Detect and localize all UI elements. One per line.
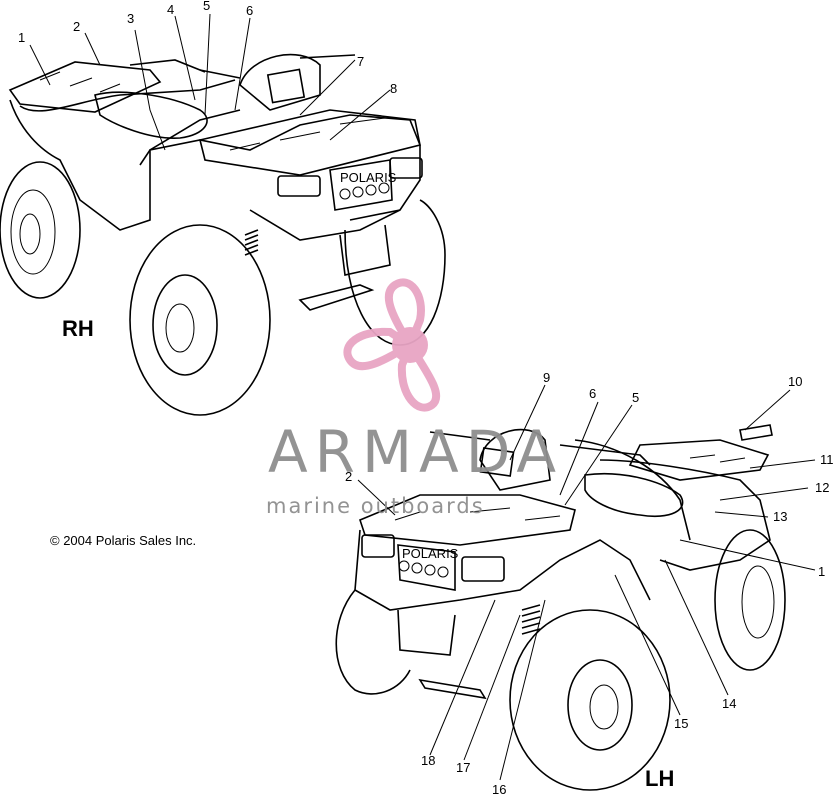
- rh-badge: POLARIS: [340, 170, 397, 185]
- copyright-notice: © 2004 Polaris Sales Inc.: [50, 533, 196, 548]
- propeller-logo: [343, 278, 441, 412]
- rh-callout-7: 7: [357, 54, 364, 69]
- rh-view-label: RH: [62, 316, 94, 341]
- lh-callout-14: 14: [722, 696, 736, 711]
- lh-callout-2: 2: [345, 469, 352, 484]
- lh-badge: POLARIS: [402, 546, 459, 561]
- lh-callout-1: 1: [818, 564, 825, 579]
- lh-callout-11: 11: [820, 452, 834, 467]
- lh-atv-drawing: POLARIS: [335, 428, 786, 791]
- rh-callout-8: 8: [390, 81, 397, 96]
- rh-callout-2: 2: [73, 19, 80, 34]
- watermark: ARMADA marine outboards: [266, 278, 563, 518]
- lh-callouts: 9 6 5 10 11 2 12 13 1 14 15 16 17 18: [345, 370, 834, 796]
- rh-callout-3: 3: [127, 11, 134, 26]
- lh-callout-9: 9: [543, 370, 550, 385]
- lh-callout-18: 18: [421, 753, 435, 768]
- lh-callout-12: 12: [815, 480, 829, 495]
- rh-callout-5: 5: [203, 0, 210, 13]
- lh-callout-6: 6: [589, 386, 596, 401]
- lh-callout-17: 17: [456, 760, 470, 775]
- rh-callout-1: 1: [18, 30, 25, 45]
- lh-callout-15: 15: [674, 716, 688, 731]
- lh-callout-10: 10: [788, 374, 802, 389]
- lh-callout-13: 13: [773, 509, 787, 524]
- lh-callout-5: 5: [632, 390, 639, 405]
- watermark-brand: ARMADA: [268, 418, 563, 486]
- lh-view-label: LH: [645, 766, 674, 791]
- rh-atv-drawing: POLARIS: [0, 53, 446, 416]
- rh-callouts: 1 2 3 4 5 6 7 8: [18, 0, 397, 151]
- watermark-tagline: marine outboards: [266, 494, 485, 518]
- lh-callout-16: 16: [492, 782, 506, 796]
- rh-callout-4: 4: [167, 2, 174, 17]
- rh-callout-6: 6: [246, 3, 253, 18]
